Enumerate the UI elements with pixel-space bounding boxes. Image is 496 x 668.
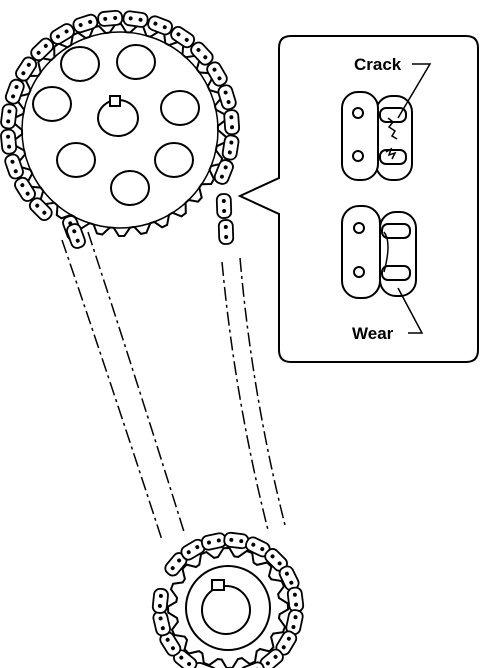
chain-link (147, 15, 173, 36)
chain-links-camshaft (0, 9, 241, 222)
wear-label: Wear (352, 324, 394, 343)
chain-link (206, 61, 228, 87)
link-roller (381, 223, 411, 239)
chain-link (286, 586, 305, 613)
link-pin (353, 266, 365, 278)
inspection-callout: Crack Wear (237, 35, 479, 363)
chain-link (223, 531, 250, 550)
camshaft-sprocket (13, 22, 227, 238)
link-side-plate-front (341, 205, 381, 299)
crankshaft-sprocket-bore (201, 585, 251, 635)
crankshaft-sprocket (166, 546, 290, 668)
chain-link (14, 176, 36, 202)
chain-left-strand-outer (61, 239, 163, 541)
link-pin (353, 222, 365, 234)
chain-links-strand (62, 193, 235, 249)
sprocket-hole (60, 46, 100, 82)
chain-link (4, 78, 25, 105)
crack-mark (385, 147, 397, 160)
chain-link (66, 223, 86, 249)
sprocket-hole (160, 90, 200, 126)
chain-link (151, 587, 169, 614)
chain-link (97, 9, 124, 27)
chain-link (152, 610, 171, 637)
chain-right-strand-inner (239, 257, 286, 526)
crankshaft-keyway (211, 579, 225, 591)
chain-link (72, 13, 99, 34)
chain-left-strand-inner (87, 231, 186, 536)
camshaft-sprocket-rim (21, 31, 219, 229)
chain-link (0, 103, 18, 130)
crack-label: Crack (354, 55, 402, 74)
chain-link (217, 84, 237, 111)
chain-link (122, 10, 149, 28)
wear-leader (397, 287, 424, 334)
chain-link (0, 128, 18, 155)
chain-link (239, 661, 266, 668)
chain-link (221, 134, 240, 161)
crack-mark (387, 117, 398, 140)
chain-link (215, 193, 233, 219)
chain-link (190, 41, 214, 66)
sprocket-hole (154, 142, 194, 178)
wear-mark (383, 231, 389, 273)
sprocket-hole (32, 86, 72, 122)
chain-link (28, 197, 53, 222)
chain-link (213, 159, 234, 185)
chain-link (223, 109, 241, 136)
link-pin (352, 107, 364, 119)
chain-right-strand-outer (221, 261, 269, 531)
chain-link (30, 37, 55, 62)
chain-link (4, 153, 24, 180)
chain-link (170, 26, 196, 49)
chain-link (49, 23, 75, 45)
sprocket-hole (56, 142, 96, 178)
sprocket-hole (110, 170, 150, 206)
callout-frame (237, 35, 479, 363)
cracked-chain-link (341, 91, 413, 181)
link-pin (352, 150, 364, 162)
chain-link (15, 56, 38, 82)
camshaft-keyway (109, 95, 121, 107)
camshaft-sprocket-holes (32, 44, 200, 206)
sprocket-hole (116, 44, 156, 80)
chain-link (245, 536, 271, 558)
link-roller (381, 265, 411, 281)
chain-links-crankshaft (151, 531, 305, 668)
chain-strands (61, 231, 286, 541)
crack-leader (397, 63, 432, 119)
chain-link (217, 219, 235, 245)
worn-chain-link (341, 205, 417, 299)
link-side-plate-front (341, 91, 379, 181)
callout-leaders (397, 63, 432, 334)
